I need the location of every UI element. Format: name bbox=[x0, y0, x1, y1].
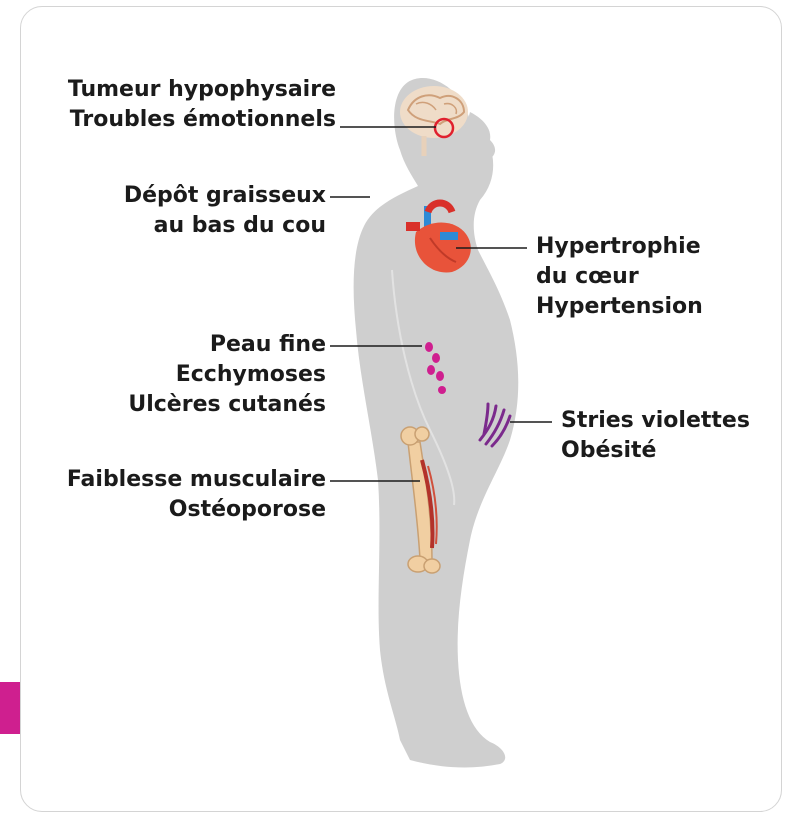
label-line: Obésité bbox=[561, 436, 750, 466]
label-striae: Stries violettes Obésité bbox=[561, 406, 750, 466]
label-line: Ostéoporose bbox=[67, 495, 326, 525]
label-line: Ulcères cutanés bbox=[128, 390, 326, 420]
label-line: Peau fine bbox=[128, 330, 326, 360]
label-line: Tumeur hypophysaire bbox=[68, 75, 336, 105]
label-skin: Peau fine Ecchymoses Ulcères cutanés bbox=[128, 330, 326, 420]
label-line: Hypertension bbox=[536, 292, 703, 322]
label-line: du cœur bbox=[536, 262, 703, 292]
label-line: Stries violettes bbox=[561, 406, 750, 436]
label-line: Dépôt graisseux bbox=[124, 181, 326, 211]
label-muscle: Faiblesse musculaire Ostéoporose bbox=[67, 465, 326, 525]
label-pituitary: Tumeur hypophysaire Troubles émotionnels bbox=[68, 75, 336, 135]
label-heart: Hypertrophie du cœur Hypertension bbox=[536, 232, 703, 322]
label-line: Ecchymoses bbox=[128, 360, 326, 390]
label-line: Hypertrophie bbox=[536, 232, 703, 262]
label-line: au bas du cou bbox=[124, 211, 326, 241]
label-neck-fat: Dépôt graisseux au bas du cou bbox=[124, 181, 326, 241]
body-silhouette bbox=[354, 78, 519, 767]
label-line: Faiblesse musculaire bbox=[67, 465, 326, 495]
label-line: Troubles émotionnels bbox=[68, 105, 336, 135]
